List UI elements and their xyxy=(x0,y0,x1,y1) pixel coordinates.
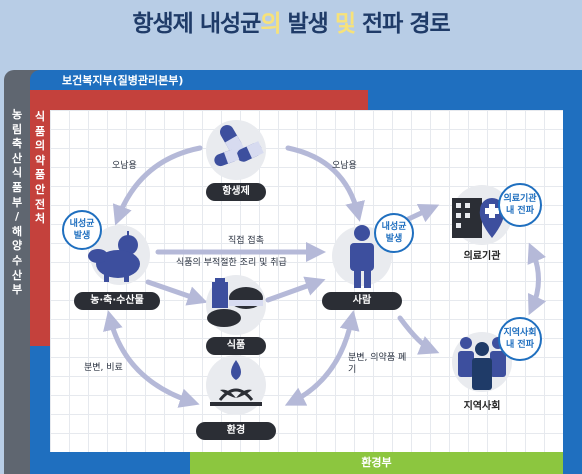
agency-panel-environment xyxy=(190,452,563,474)
food-icon xyxy=(206,275,266,335)
agency-label-health: 보건복지부(질병관리본부) xyxy=(62,74,184,87)
vertical-char: 품 xyxy=(34,168,46,182)
vertical-char: 의 xyxy=(34,139,46,153)
arrow-hospital-community xyxy=(527,242,547,316)
vertical-char: / xyxy=(14,210,20,224)
vertical-char: 약 xyxy=(34,153,46,167)
vertical-char: 식 xyxy=(34,110,46,123)
node-label-person: 사람 xyxy=(322,292,402,310)
page-title: 항생제 내성균의 발생 및 전파 경로 xyxy=(0,4,582,38)
node-label-community: 지역사회 xyxy=(463,401,501,412)
title-part-5: 전파 경로 xyxy=(355,11,451,37)
arrow-agri-env xyxy=(103,310,200,408)
node-label-hospital: 의료기관 xyxy=(463,251,501,262)
hospital-icon xyxy=(452,185,512,245)
arrow-antibiotic-to-person xyxy=(285,145,365,222)
vertical-char: 부 xyxy=(11,283,23,297)
vertical-char: 수 xyxy=(11,253,23,267)
title-part-4: 및 xyxy=(334,11,356,37)
badge-resistant-agri-text: 내성균 발생 xyxy=(69,219,95,241)
vertical-char: 식 xyxy=(11,166,23,180)
edge-label-manure: 분변, 비료 xyxy=(84,363,123,373)
vertical-char: 해 xyxy=(11,224,23,238)
badge-resistant-person: 내성균 발생 xyxy=(374,213,414,253)
agency-label-environment: 환경부 xyxy=(361,456,392,469)
arrow-food-to-person xyxy=(265,276,326,303)
title-part-1: 항생제 내성균 xyxy=(132,11,261,37)
arrow-person-env xyxy=(284,310,360,406)
edge-label-improper-cooking: 식품의 부적절한 조리 및 취급 xyxy=(176,258,287,268)
title-part-2: 의 xyxy=(260,11,281,37)
vertical-char: 부 xyxy=(11,195,23,209)
badge-resistant-person-text: 내성균 발생 xyxy=(381,222,407,244)
title-part-3: 발생 xyxy=(280,11,335,37)
vertical-char: 림 xyxy=(11,122,23,136)
edge-label-misuse-left: 오남용 xyxy=(112,161,137,171)
arrow-antibiotic-to-agri xyxy=(112,145,203,226)
node-label-food: 식품 xyxy=(206,337,266,355)
vertical-char: 농 xyxy=(11,108,23,121)
node-label-environment: 환경 xyxy=(196,422,276,440)
edge-label-direct-contact: 직접 접촉 xyxy=(228,236,264,246)
vertical-char: 처 xyxy=(34,212,46,226)
arrow-person-to-community xyxy=(397,315,440,355)
node-label-agri: 농·축·수산물 xyxy=(74,292,160,310)
vertical-char: 안 xyxy=(34,182,46,196)
badge-hospital-spread: 의료기관 내 전파 xyxy=(498,183,542,227)
vertical-char: 산 xyxy=(11,268,23,282)
vertical-char: 전 xyxy=(34,197,46,211)
vertical-char: 품 xyxy=(34,124,46,138)
badge-hospital-spread-text: 의료기관 내 전파 xyxy=(503,194,537,216)
badge-resistant-agri: 내성균 발생 xyxy=(62,210,102,250)
edge-label-misuse-right: 오남용 xyxy=(332,161,357,171)
badge-community-spread: 지역사회 내 전파 xyxy=(498,317,542,361)
vertical-char: 산 xyxy=(11,151,23,165)
community-icon xyxy=(452,332,512,392)
environment-icon xyxy=(206,355,266,415)
arrow-agri-to-food xyxy=(145,279,208,306)
vertical-char: 품 xyxy=(11,180,23,194)
vertical-char: 양 xyxy=(11,239,23,253)
vertical-char: 축 xyxy=(11,137,23,151)
node-label-antibiotics: 항생제 xyxy=(206,183,266,201)
pills-icon xyxy=(214,125,264,167)
livestock-produce-icon xyxy=(88,225,150,285)
edge-label-waste: 분변, 의약품 폐기 xyxy=(348,353,407,375)
badge-community-spread-text: 지역사회 내 전파 xyxy=(503,328,537,350)
